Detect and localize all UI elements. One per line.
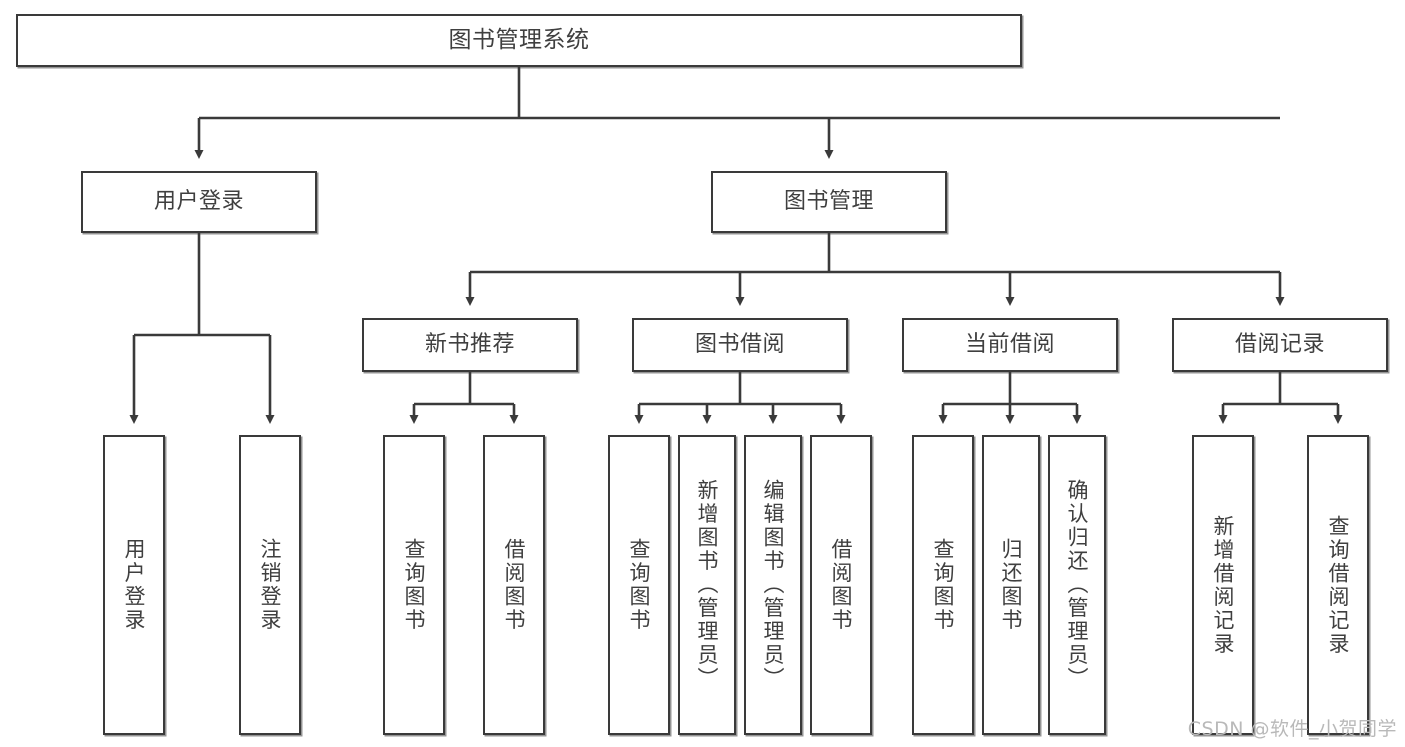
leaf-borrow-book-newbook[interactable]: 借阅图书 — [483, 435, 545, 735]
leaf-confirm-return-admin[interactable]: 确认归还（管理员） — [1048, 435, 1106, 735]
node-label: 图书管理 — [783, 188, 874, 214]
node-label: 用户登录 — [122, 538, 147, 632]
node-label: 图书借阅 — [694, 331, 785, 357]
node-label: 编辑图书（管理员） — [761, 479, 786, 691]
node-book-management[interactable]: 图书管理 — [711, 171, 947, 233]
node-label: 查询图书 — [627, 538, 652, 632]
node-label: 查询借阅记录 — [1326, 514, 1351, 656]
node-label: 新书推荐 — [424, 331, 515, 357]
node-label: 新增图书（管理员） — [695, 479, 720, 691]
node-label: 图书管理系统 — [448, 27, 590, 54]
node-label: 查询图书 — [931, 538, 956, 632]
node-label: 新增借阅记录 — [1211, 514, 1236, 656]
node-label: 用户登录 — [153, 188, 244, 214]
node-label: 借阅记录 — [1234, 331, 1325, 357]
node-root-system[interactable]: 图书管理系统 — [16, 14, 1022, 67]
leaf-user-login[interactable]: 用户登录 — [103, 435, 165, 735]
node-label: 借阅图书 — [829, 538, 854, 632]
node-label: 当前借阅 — [964, 331, 1055, 357]
leaf-logout[interactable]: 注销登录 — [239, 435, 301, 735]
node-label: 借阅图书 — [502, 538, 527, 632]
node-borrow-record[interactable]: 借阅记录 — [1172, 318, 1388, 372]
node-label: 归还图书 — [999, 538, 1024, 632]
leaf-query-book-current[interactable]: 查询图书 — [912, 435, 974, 735]
node-label: 注销登录 — [258, 538, 283, 632]
node-user-login[interactable]: 用户登录 — [81, 171, 317, 233]
leaf-add-book-admin[interactable]: 新增图书（管理员） — [678, 435, 736, 735]
node-current-borrow[interactable]: 当前借阅 — [902, 318, 1118, 372]
leaf-borrow-book[interactable]: 借阅图书 — [810, 435, 872, 735]
watermark-text: CSDN @软件_小贺同学 — [1187, 718, 1397, 740]
node-label: 查询图书 — [402, 538, 427, 632]
leaf-query-book-borrow[interactable]: 查询图书 — [608, 435, 670, 735]
leaf-query-book-newbook[interactable]: 查询图书 — [383, 435, 445, 735]
leaf-query-borrow-record[interactable]: 查询借阅记录 — [1307, 435, 1369, 735]
leaf-add-borrow-record[interactable]: 新增借阅记录 — [1192, 435, 1254, 735]
leaf-edit-book-admin[interactable]: 编辑图书（管理员） — [744, 435, 802, 735]
node-new-book-recommend[interactable]: 新书推荐 — [362, 318, 578, 372]
leaf-return-book[interactable]: 归还图书 — [982, 435, 1040, 735]
node-label: 确认归还（管理员） — [1065, 479, 1090, 691]
node-book-borrow[interactable]: 图书借阅 — [632, 318, 848, 372]
